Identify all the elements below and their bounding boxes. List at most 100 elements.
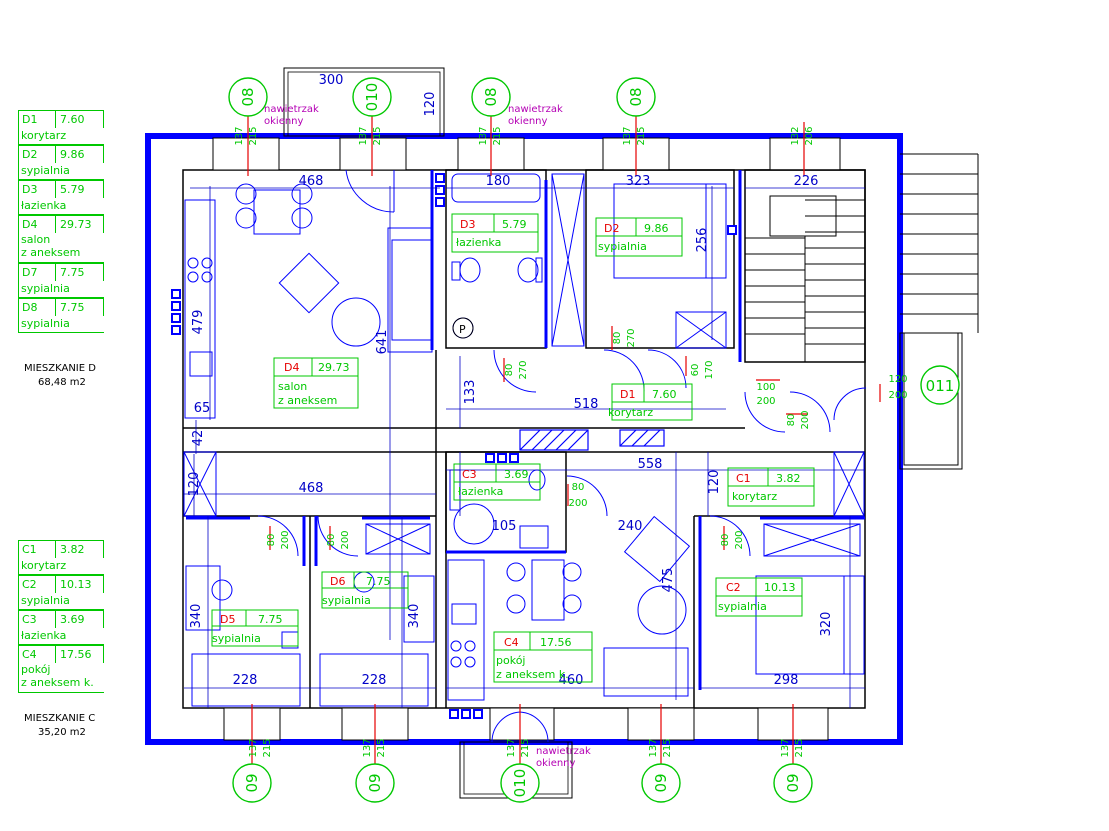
svg-text:137: 137 [780, 738, 791, 757]
legend-area: 7.75 [56, 298, 104, 316]
marker-010-bottom: 010 [511, 769, 529, 798]
room-label-c4: C4 17.56 pokój z aneksem k. [493, 631, 593, 683]
room-labels: D4 29.73 salon z aneksem D3 5.79 łazienk… [211, 213, 815, 683]
svg-text:sypialnia: sypialnia [212, 632, 261, 645]
svg-text:7.75: 7.75 [366, 575, 391, 588]
svg-text:sypialnia: sypialnia [598, 240, 647, 253]
room-label-c2: C2 10.13 sypialnia [715, 577, 803, 617]
svg-text:łazienka: łazienka [458, 485, 503, 498]
marker-09-c: 09 [652, 773, 670, 792]
legend-area: 5.79 [56, 180, 104, 198]
svg-text:137: 137 [248, 738, 259, 757]
svg-text:137: 137 [506, 738, 517, 757]
legend-code: D7 [18, 263, 56, 281]
apartment-c-title: MIESZKANIE C [24, 713, 96, 724]
svg-text:200: 200 [734, 530, 745, 549]
svg-text:C1: C1 [736, 472, 751, 485]
svg-text:80: 80 [720, 534, 731, 547]
dim-518: 518 [574, 397, 599, 412]
room-label-c3: C3 3.69 łazienka [453, 463, 541, 501]
dim-460: 460 [559, 673, 584, 688]
svg-text:80: 80 [572, 482, 585, 493]
dim-120-left: 120 [187, 472, 202, 497]
svg-text:206: 206 [804, 126, 815, 145]
svg-text:215: 215 [376, 738, 387, 757]
room-label-d5: D5 7.75 sypialnia [211, 609, 299, 647]
dim-340-left: 340 [189, 604, 204, 629]
marker-09-d: 09 [784, 773, 802, 792]
legend-area: 7.75 [56, 263, 104, 281]
window-marker-labels: 08 010 08 08 09 09 010 09 09 011 [239, 83, 954, 798]
svg-text:200: 200 [340, 530, 351, 549]
svg-text:120: 120 [888, 374, 907, 385]
dim-300: 300 [319, 73, 344, 88]
window-markers [228, 77, 960, 803]
svg-text:sypialnia: sypialnia [718, 600, 767, 613]
legend-code: D8 [18, 298, 56, 316]
marker-08-c: 08 [627, 87, 645, 106]
armchair [278, 252, 340, 314]
svg-text:200: 200 [280, 530, 291, 549]
dim-240: 240 [618, 519, 643, 534]
apartment-c-summary: MIESZKANIE C 35,20 m2 [24, 712, 95, 740]
dim-641: 641 [375, 330, 390, 355]
legend-room-name: korytarz [18, 558, 104, 575]
dim-320: 320 [819, 612, 834, 637]
svg-text:215: 215 [794, 738, 805, 757]
svg-text:9.86: 9.86 [644, 222, 669, 235]
vent-note-3a: nawietrzak [536, 746, 591, 757]
dim-340-right: 340 [407, 604, 422, 629]
svg-text:215: 215 [262, 738, 273, 757]
pump-symbol [452, 317, 474, 339]
legend-room-name: łazienka [18, 628, 104, 645]
legend-code: D1 [18, 110, 56, 128]
svg-text:korytarz: korytarz [732, 490, 777, 503]
room-label-d4: D4 29.73 salon z aneksem [273, 357, 359, 409]
svg-text:salon: salon [278, 380, 307, 393]
legend-area: 17.56 [56, 645, 104, 663]
dim-65: 65 [194, 401, 211, 416]
legend-room-name: sypialnia [18, 281, 104, 298]
window-dim-labels: 137 215 137 215 137 215 137 215 132 206 … [234, 126, 815, 757]
svg-text:D6: D6 [330, 575, 345, 588]
apartment-d-summary: MIESZKANIE D 68,48 m2 [24, 362, 96, 390]
vent-note-2b: okienny [508, 116, 548, 127]
dim-228-a: 228 [233, 673, 258, 688]
legend-code: D3 [18, 180, 56, 198]
svg-text:29.73: 29.73 [318, 361, 350, 374]
svg-text:137: 137 [648, 738, 659, 757]
legend-code: C3 [18, 610, 56, 628]
dim-120-top: 120 [423, 92, 438, 117]
vent-note-2a: nawietrzak [508, 104, 563, 115]
svg-text:D5: D5 [220, 613, 235, 626]
sofa [387, 227, 433, 353]
dining-table [253, 189, 301, 235]
svg-text:sypialnia: sypialnia [322, 594, 371, 607]
vent-note-3b: okienny [536, 758, 576, 769]
vent-notes: nawietrzak okienny nawietrzak okienny na… [264, 104, 591, 769]
legend-room-name: sypialnia [18, 163, 104, 180]
svg-text:270: 270 [626, 328, 637, 347]
dim-42: 42 [191, 430, 206, 447]
svg-text:D4: D4 [284, 361, 299, 374]
room-label-d3: D3 5.79 łazienka [451, 213, 539, 253]
svg-text:5.79: 5.79 [502, 218, 527, 231]
pump-letter: P [459, 323, 466, 336]
svg-text:C3: C3 [462, 468, 477, 481]
room-label-c1: C1 3.82 korytarz [727, 467, 815, 507]
legend-area: 3.69 [56, 610, 104, 628]
svg-text:3.69: 3.69 [504, 468, 529, 481]
svg-text:80: 80 [326, 534, 337, 547]
svg-text:pokój: pokój [496, 654, 525, 667]
legend-room-name: sypialnia [18, 593, 104, 610]
marker-09-b: 09 [366, 773, 384, 792]
outer-stairs [900, 153, 979, 333]
dim-323: 323 [626, 174, 651, 189]
dim-479: 479 [191, 310, 206, 335]
svg-text:D3: D3 [460, 218, 475, 231]
